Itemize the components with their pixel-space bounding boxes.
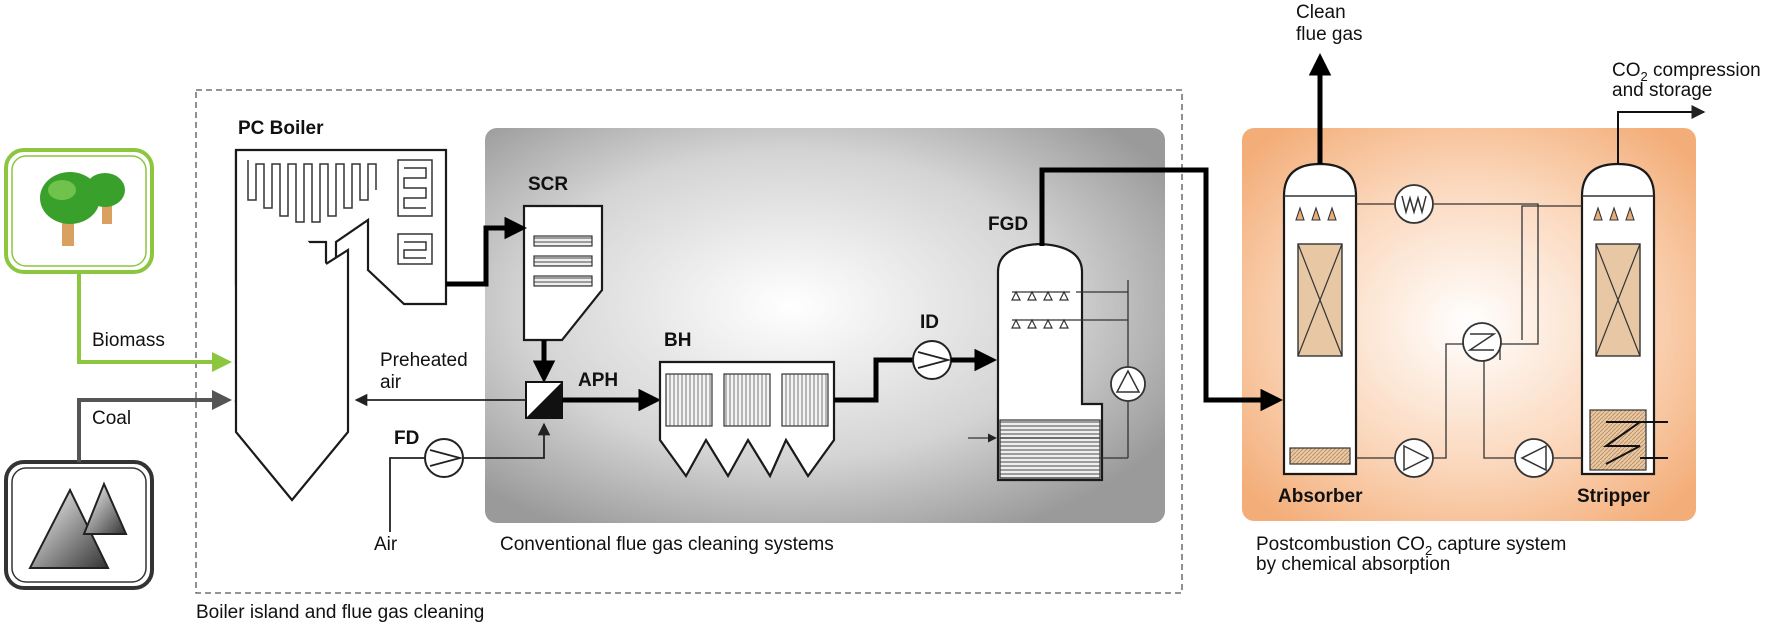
- reboiler: [1589, 409, 1668, 471]
- fgd-pump-icon: [1110, 366, 1146, 402]
- scr-label: SCR: [528, 174, 568, 195]
- rich-pump-icon: [1394, 438, 1434, 478]
- absorber-column: [1282, 162, 1358, 476]
- biomass-line: [77, 272, 232, 372]
- aph-label: APH: [578, 370, 618, 391]
- baghouse: [658, 360, 836, 479]
- preheated-label-2: air: [380, 372, 402, 393]
- co2-outlet-line: [1617, 105, 1706, 164]
- boiler-island-frame: [195, 89, 1183, 594]
- co2-label-1: CO2 compression: [1612, 60, 1761, 84]
- pc-boiler: [234, 148, 448, 502]
- superheater-coil: [247, 160, 377, 223]
- biomass-label: Biomass: [92, 330, 165, 351]
- coal-pile-icon: [28, 481, 128, 569]
- aph-heat-exchanger: [525, 381, 563, 419]
- tree-icon: [40, 172, 125, 246]
- preheated-label-1: Preheated: [380, 350, 468, 371]
- flue-boiler-to-scr: [446, 216, 527, 287]
- coal-line: [77, 390, 232, 462]
- air-intake-line: [389, 457, 424, 532]
- flue-bh-to-id: [834, 357, 914, 403]
- stripper-label: Stripper: [1577, 486, 1650, 507]
- pc-boiler-label: PC Boiler: [238, 118, 324, 139]
- stripper-column: [1580, 162, 1668, 476]
- flue-fgd-to-absorber: [1039, 167, 1283, 412]
- boiler-island-label: Boiler island and flue gas cleaning: [196, 602, 484, 623]
- coal-source: [4, 460, 154, 590]
- conventional-label: Conventional flue gas cleaning systems: [500, 534, 834, 555]
- co2-label-2: and storage: [1612, 80, 1712, 101]
- postcombustion-label-1: Postcombustion CO2 capture system: [1256, 534, 1566, 558]
- fgd-label: FGD: [988, 214, 1028, 235]
- fd-fan: [424, 438, 464, 478]
- cooler-icon: [1394, 184, 1434, 224]
- scr-unit: [522, 204, 604, 342]
- fd-label: FD: [394, 428, 419, 449]
- clean-label-2: flue gas: [1296, 24, 1363, 45]
- id-fan: [912, 340, 952, 380]
- fd-to-aph-line: [463, 422, 551, 459]
- lean-rich-exchanger-icon: [1462, 322, 1502, 362]
- postcombustion-label-2: by chemical absorption: [1256, 554, 1450, 575]
- clean-label-1: Clean: [1296, 2, 1346, 23]
- biomass-source: [4, 148, 154, 274]
- coal-label: Coal: [92, 408, 131, 429]
- air-label: Air: [374, 534, 398, 555]
- absorber-label: Absorber: [1278, 486, 1363, 507]
- lean-pump-icon: [1514, 438, 1554, 478]
- id-label: ID: [920, 312, 939, 333]
- fgd-scrubber: [968, 242, 1146, 482]
- bh-label: BH: [664, 330, 691, 351]
- conventional-cleaning-area: [485, 128, 1165, 523]
